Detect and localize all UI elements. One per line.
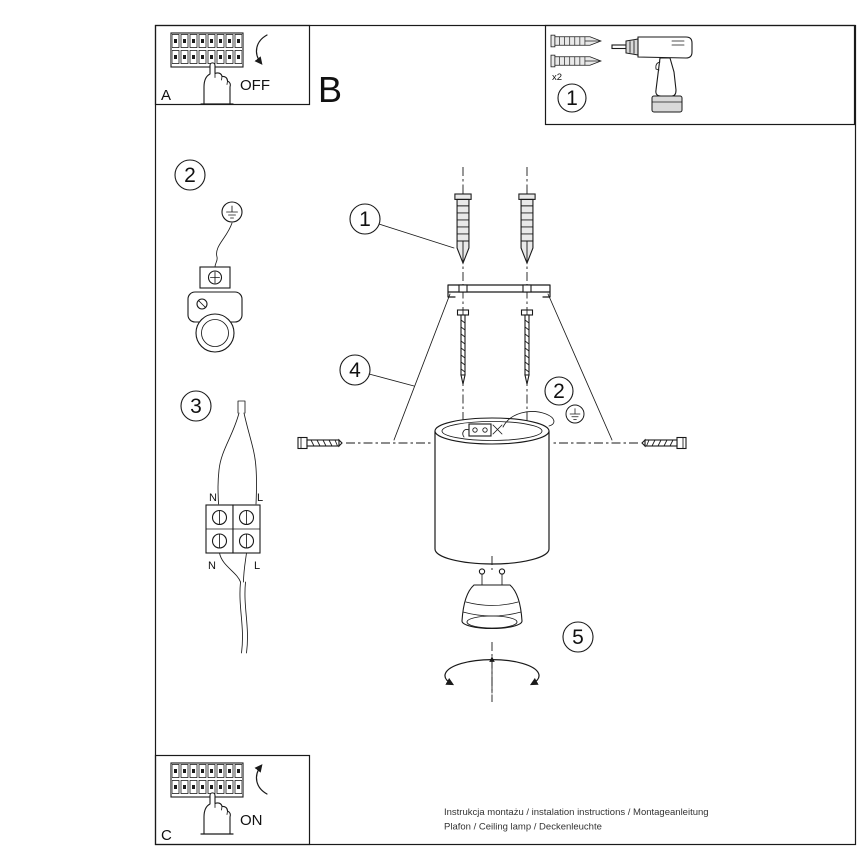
wire-neutral-top — [217, 412, 240, 505]
ground-icon — [565, 404, 585, 424]
panel-letter-a: A — [161, 87, 171, 104]
hand-icon — [200, 792, 234, 835]
tools-box: x2 1 — [550, 34, 693, 113]
section-label-b: B — [318, 69, 342, 110]
step-2-badge-center: 2 — [544, 376, 574, 406]
step-number: 2 — [553, 380, 565, 403]
ground-wire-loop — [502, 411, 555, 428]
cable-bottom-left-edge — [239, 581, 243, 654]
wire-live-top — [243, 412, 257, 505]
switch-on-arrow-icon — [254, 764, 268, 795]
wall-plug-icon — [550, 34, 602, 48]
socket-detail — [462, 411, 555, 438]
power-off-panel: A OFF — [161, 32, 270, 105]
step-circle — [562, 621, 594, 653]
footer-line2: Plafon / Ceiling lamp / Deckenleuchte — [444, 822, 602, 833]
step-circle — [557, 83, 587, 113]
screw-icon — [520, 309, 534, 385]
ground-wire — [214, 222, 233, 268]
tools-box-border — [544, 24, 856, 126]
step-4-badge: 4 — [339, 354, 371, 386]
panel-letter-c: C — [161, 827, 172, 844]
on-label: ON — [240, 812, 263, 829]
screw-icon — [456, 309, 470, 385]
assembly-diagram: 1 4 2 — [297, 167, 687, 702]
anchor-quantity: x2 — [552, 72, 562, 83]
label-n-bottom: N — [208, 560, 216, 572]
power-on-box — [154, 754, 311, 846]
step-number: 5 — [572, 626, 584, 649]
step-2-badge: 2 — [174, 159, 206, 191]
breaker-panel-icon — [170, 762, 244, 798]
drill-icon — [611, 36, 693, 113]
step-circle — [339, 354, 371, 386]
breaker-panel-icon — [170, 32, 244, 68]
power-on-panel: C ON — [161, 762, 268, 844]
footer: Instrukcja montażu / instalation instruc… — [444, 807, 709, 833]
wall-plug-icon — [550, 54, 602, 68]
label-n-top: N — [209, 492, 217, 504]
step-4-leader — [368, 373, 415, 387]
step-3-badge: 3 — [180, 390, 212, 422]
step-1-badge: 1 — [349, 203, 381, 235]
step-2-ground: 2 — [174, 159, 243, 353]
rotate-arrow-icon — [444, 642, 540, 702]
cable-top — [237, 400, 246, 414]
step-number: 1 — [359, 208, 371, 231]
gu10-bulb-icon — [461, 568, 523, 630]
step-number: 1 — [566, 87, 578, 110]
frame — [154, 24, 857, 846]
ground-icon — [221, 201, 243, 223]
label-l-top: L — [257, 492, 263, 504]
step-circle — [349, 203, 381, 235]
alignment-guides — [393, 293, 613, 441]
step-number: 3 — [190, 395, 202, 418]
screw-icon — [641, 436, 687, 450]
cable-bottom-right-edge — [244, 581, 248, 654]
wall-plug-icon — [518, 193, 536, 264]
step-1-badge: 1 — [557, 83, 587, 113]
anchor-axis-lines — [462, 167, 528, 424]
label-l-bottom: L — [254, 560, 260, 572]
step-1-leader — [378, 223, 455, 249]
lamp-body — [434, 411, 555, 565]
switch-off-arrow-icon — [254, 34, 268, 65]
wire-live-bottom — [243, 552, 247, 583]
terminal-block — [205, 504, 261, 554]
hand-icon — [200, 62, 234, 105]
wall-plug-icon — [454, 193, 472, 264]
mounting-plate — [187, 291, 243, 353]
off-label: OFF — [240, 77, 270, 94]
mounting-bracket — [447, 284, 551, 298]
terminal-connector — [199, 266, 231, 289]
step-5-badge: 5 — [562, 621, 594, 653]
step-circle — [174, 159, 206, 191]
screw-icon — [297, 436, 343, 450]
step-circle — [180, 390, 212, 422]
step-number: 2 — [184, 164, 196, 187]
step-3-wiring: 3 N L N L — [180, 390, 263, 654]
step-number: 4 — [349, 359, 361, 382]
step-circle — [544, 376, 574, 406]
main-border — [154, 24, 857, 846]
wire-neutral-bottom — [219, 552, 241, 583]
footer-line1: Instrukcja montażu / instalation instruc… — [444, 807, 709, 818]
